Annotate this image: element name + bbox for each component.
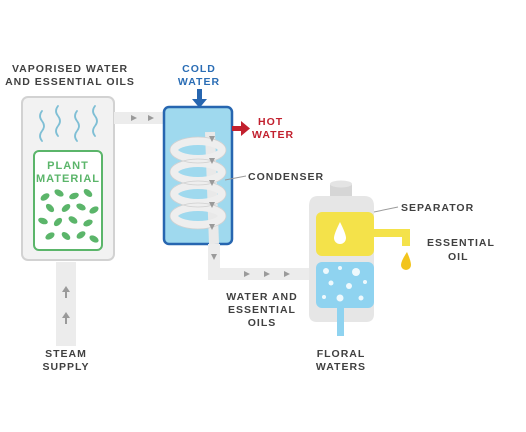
steam-wave-icon <box>39 105 98 142</box>
leaf-icon <box>83 219 93 227</box>
flow-arrow-icon <box>244 271 250 277</box>
condenser-label: CONDENSER <box>248 171 324 183</box>
condenser-coil <box>169 131 227 245</box>
flow-arrow-icon <box>131 115 137 121</box>
steam-supply-pipe <box>56 262 76 346</box>
leaf-icon <box>54 189 64 197</box>
hot-water-label-line1: HOT <box>258 116 283 128</box>
vapor-label-line2: AND ESSENTIAL OILS <box>5 76 135 88</box>
hot-water-label-line2: WATER <box>252 129 294 141</box>
leaf-icon <box>89 206 99 214</box>
leaf-icon <box>61 204 71 212</box>
separator <box>309 180 411 336</box>
leaf-icon <box>68 216 78 224</box>
flow-arrow-icon <box>209 224 215 230</box>
leaf-icon <box>69 192 79 200</box>
water-oils-label-line3: OILS <box>248 317 277 329</box>
leaf-icon <box>76 203 86 211</box>
floral-outlet-pipe <box>337 308 344 336</box>
flow-arrow-icon <box>209 158 215 164</box>
plant-material-label-line1: PLANT <box>47 160 89 172</box>
leaf-icon <box>40 193 50 201</box>
distillate-pipe <box>208 244 314 280</box>
separator-label: SEPARATOR <box>401 202 474 214</box>
water-oils-label-line2: ESSENTIAL <box>228 304 296 316</box>
leaf-icon <box>45 232 55 240</box>
oil-drop-icon <box>401 252 411 270</box>
condenser-pointer-line <box>224 175 247 181</box>
separator-pointer-line <box>373 206 399 213</box>
labels: VAPORISED WATER AND ESSENTIAL OILS COLD … <box>5 63 495 373</box>
flow-arrow-icon <box>62 286 70 292</box>
flow-arrow-icon <box>209 202 215 208</box>
cold-water-arrow-icon <box>192 89 207 108</box>
bubble-icon <box>322 266 367 302</box>
leaf-icon <box>38 217 48 225</box>
essential-oil-label-line1: ESSENTIAL <box>427 237 495 249</box>
hot-water-arrow-icon <box>232 121 250 136</box>
oil-spout <box>373 229 410 246</box>
flow-arrow-icon <box>264 271 270 277</box>
essential-oil-label-line2: OIL <box>448 251 469 263</box>
flow-arrow-icon <box>148 115 154 121</box>
flow-arrow-icon <box>211 254 217 260</box>
leaf-icon <box>61 232 71 240</box>
flow-arrow-icon <box>62 312 70 318</box>
leaf-icon <box>76 231 86 239</box>
leaf-icon <box>89 235 99 243</box>
flow-arrow-icon <box>284 271 290 277</box>
flow-arrow-icon <box>209 136 215 142</box>
floral-waters-label-line2: WATERS <box>316 361 366 373</box>
oil-drop-icon <box>334 222 346 244</box>
cold-water-label-line2: WATER <box>178 76 220 88</box>
cold-water-label-line1: COLD <box>182 63 216 75</box>
condenser <box>162 89 250 246</box>
steam-supply-label-line1: STEAM <box>45 348 87 360</box>
leaves-group <box>38 189 99 243</box>
leaf-icon <box>45 203 55 213</box>
leaf-icon <box>83 189 93 197</box>
leaf-icon <box>53 217 63 227</box>
steam-supply-label-line2: SUPPLY <box>42 361 89 373</box>
water-oils-label-line1: WATER AND <box>226 291 297 303</box>
vapor-label-line1: VAPORISED WATER <box>12 63 128 75</box>
still-vessel <box>21 96 115 261</box>
flow-arrow-icon <box>209 180 215 186</box>
plant-material-label-line2: MATERIAL <box>36 173 100 185</box>
floral-waters-label-line1: FLORAL <box>317 348 366 360</box>
